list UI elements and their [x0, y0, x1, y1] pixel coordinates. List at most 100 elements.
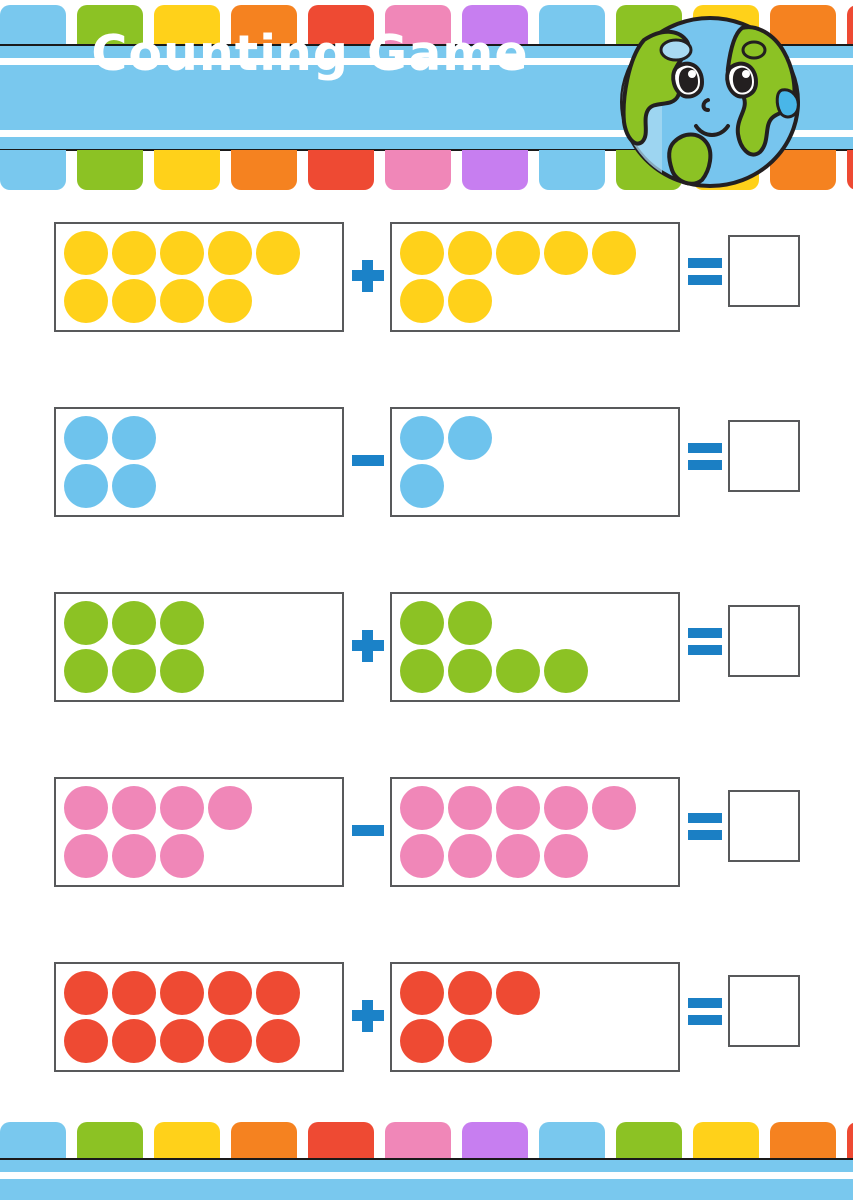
counting-dot — [448, 279, 492, 323]
counting-dot — [544, 834, 588, 878]
counting-dot — [544, 786, 588, 830]
banner-stripe-bottom — [0, 130, 853, 137]
counting-dot — [64, 279, 108, 323]
counting-dot — [208, 1019, 252, 1063]
counting-dot — [448, 649, 492, 693]
counting-dot — [64, 231, 108, 275]
counting-dot — [400, 416, 444, 460]
top-tile-1 — [77, 5, 143, 45]
equals-icon — [688, 258, 722, 288]
answer-input-box[interactable] — [728, 605, 800, 677]
answer-input-box[interactable] — [728, 975, 800, 1047]
counting-dot — [112, 786, 156, 830]
top-tile-lower-1 — [77, 150, 143, 190]
bottom-tile-9 — [693, 1122, 759, 1158]
bottom-tile-2 — [154, 1122, 220, 1158]
counting-dot — [112, 1019, 156, 1063]
counting-dot — [448, 786, 492, 830]
counting-dot — [64, 416, 108, 460]
dot-line — [64, 647, 338, 695]
counting-dot — [256, 231, 300, 275]
right-dot-box — [390, 222, 680, 332]
equals-icon — [688, 628, 722, 658]
counting-dot — [160, 601, 204, 645]
dot-line — [400, 414, 674, 462]
counting-dot — [160, 834, 204, 878]
bottom-tile-11 — [847, 1122, 853, 1158]
top-tile-11 — [847, 5, 853, 45]
dot-line — [400, 832, 674, 880]
dot-line — [64, 462, 338, 510]
dot-line — [400, 784, 674, 832]
counting-dot — [496, 649, 540, 693]
operator-bar-vertical — [362, 1000, 373, 1032]
counting-dot — [400, 786, 444, 830]
counting-dot — [64, 649, 108, 693]
bottom-tile-4 — [308, 1122, 374, 1158]
counting-dot — [160, 649, 204, 693]
top-tile-lower-6 — [462, 150, 528, 190]
top-tile-6 — [462, 5, 528, 45]
right-dot-box — [390, 962, 680, 1072]
counting-dot — [448, 971, 492, 1015]
counting-dot — [160, 231, 204, 275]
equals-bar — [688, 645, 722, 655]
equals-bar — [688, 443, 722, 453]
equation-row — [0, 200, 853, 385]
equation-row — [0, 940, 853, 1125]
counting-dot — [448, 416, 492, 460]
counting-dot — [400, 231, 444, 275]
dot-grid — [400, 599, 674, 695]
bottom-tile-1 — [77, 1122, 143, 1158]
dot-grid — [64, 414, 338, 510]
right-dot-box — [390, 777, 680, 887]
footer-bar-top — [0, 1158, 853, 1172]
top-tile-2 — [154, 5, 220, 45]
counting-dot — [592, 786, 636, 830]
counting-dot — [112, 416, 156, 460]
answer-input-box[interactable] — [728, 235, 800, 307]
counting-dot — [544, 649, 588, 693]
dot-line — [400, 229, 674, 277]
top-tile-lower-0 — [0, 150, 66, 190]
counting-dot — [160, 971, 204, 1015]
equals-bar — [688, 813, 722, 823]
dot-line — [400, 969, 674, 1017]
dot-grid — [400, 969, 674, 1065]
counting-dot — [448, 601, 492, 645]
top-tile-3 — [231, 5, 297, 45]
counting-dot — [400, 649, 444, 693]
equals-icon — [688, 813, 722, 843]
left-dot-box — [54, 407, 344, 517]
dot-line — [400, 462, 674, 510]
counting-dot — [112, 834, 156, 878]
counting-dot — [208, 971, 252, 1015]
dot-line — [400, 277, 674, 325]
answer-input-box[interactable] — [728, 790, 800, 862]
counting-dot — [64, 786, 108, 830]
plus-operator-icon — [348, 252, 388, 300]
counting-dot — [448, 231, 492, 275]
top-tile-lower-2 — [154, 150, 220, 190]
counting-dot — [400, 1019, 444, 1063]
page-title: Counting Game — [91, 25, 529, 82]
counting-dot — [448, 834, 492, 878]
counting-dot — [400, 601, 444, 645]
earth-globe-icon — [620, 16, 800, 188]
top-tile-4 — [308, 5, 374, 45]
equals-bar — [688, 258, 722, 268]
equations-container — [0, 200, 853, 1125]
bottom-tile-3 — [231, 1122, 297, 1158]
answer-input-box[interactable] — [728, 420, 800, 492]
counting-dot — [496, 786, 540, 830]
counting-dot — [256, 1019, 300, 1063]
plus-operator-icon — [348, 992, 388, 1040]
counting-dot — [208, 231, 252, 275]
counting-dot — [112, 649, 156, 693]
operator-bar-vertical — [362, 260, 373, 292]
dot-grid — [64, 969, 338, 1065]
counting-dot — [112, 279, 156, 323]
counting-dot — [448, 1019, 492, 1063]
top-tile-lower-10 — [770, 150, 836, 190]
